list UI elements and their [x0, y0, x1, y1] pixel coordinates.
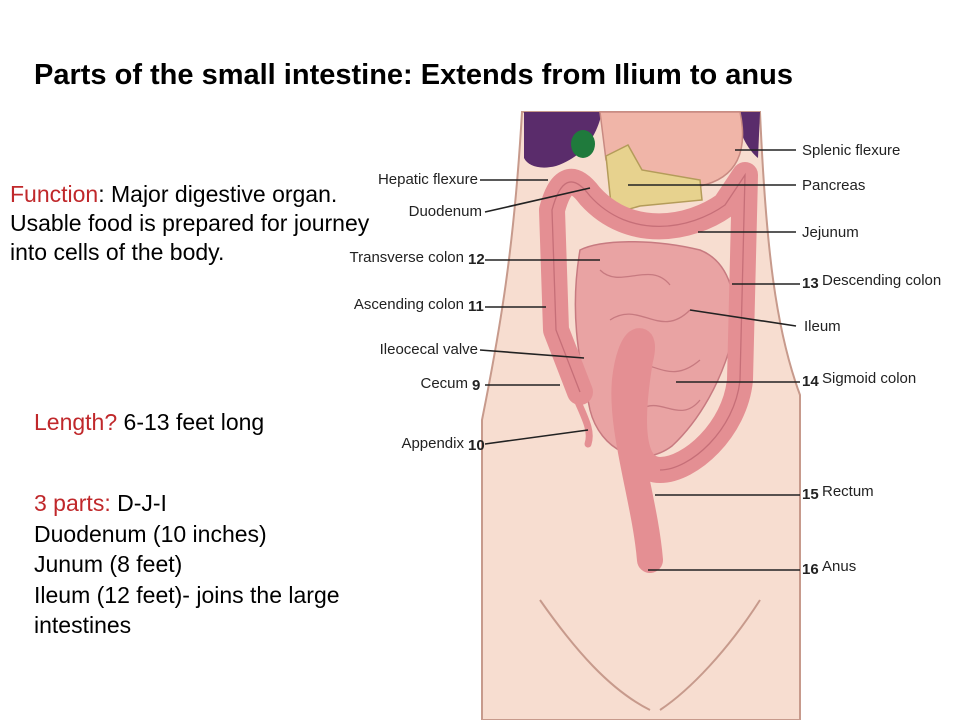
number-ascending-colon: 11 — [468, 298, 484, 315]
leader-duodenum — [484, 187, 591, 213]
leader-ileocecal-valve — [479, 349, 585, 359]
parts-line-ileum: Ileum (12 feet)- joins the large intesti… — [34, 581, 340, 639]
label-anus: Anus — [822, 558, 856, 575]
slide-title: Parts of the small intestine: Extends fr… — [34, 59, 793, 91]
parts-label: 3 parts: — [34, 490, 111, 516]
label-descending-colon: Descending colon — [822, 272, 941, 289]
label-jejunum: Jejunum — [802, 224, 859, 241]
number-rectum: 15 — [802, 486, 819, 503]
function-label: Function — [10, 181, 99, 207]
function-text: Function: Major digestive organ. Usable … — [10, 180, 370, 267]
intestine-folds — [599, 269, 701, 411]
label-ileum: Ileum — [804, 318, 841, 335]
appendix-shape — [574, 398, 593, 448]
label-sigmoid-colon: Sigmoid colon — [822, 370, 916, 387]
label-appendix: Appendix — [401, 435, 464, 452]
parts-line-duodenum: Duodenum (10 inches) — [34, 520, 267, 547]
label-transverse-colon: Transverse colon — [350, 249, 465, 266]
label-ileocecal-valve: Ileocecal valve — [380, 341, 478, 358]
leader-appendix — [484, 429, 589, 445]
length-label: Length? — [34, 409, 118, 435]
colon-outline — [551, 172, 746, 471]
parts-heading: 3 parts: D-J-I — [34, 488, 364, 519]
length-value: 6-13 feet long — [117, 409, 265, 435]
number-anus: 16 — [802, 561, 819, 578]
number-sigmoid-colon: 14 — [802, 373, 819, 390]
number-transverse-colon: 12 — [468, 251, 485, 268]
label-cecum: Cecum — [420, 375, 468, 392]
label-rectum: Rectum — [822, 483, 874, 500]
parts-line-jejunum: Junum (8 feet) — [34, 551, 183, 577]
parts-block: 3 parts: D-J-I Duodenum (10 inches) Junu… — [34, 488, 364, 641]
label-duodenum: Duodenum — [409, 203, 482, 220]
gallbladder-shape — [571, 130, 595, 158]
function-description: : Major digestive organ. Usable food is … — [10, 181, 370, 265]
label-pancreas: Pancreas — [802, 177, 865, 194]
label-ascending-colon: Ascending colon — [354, 296, 464, 313]
label-hepatic-flexure: Hepatic flexure — [378, 171, 478, 188]
length-text: Length? 6-13 feet long — [34, 408, 364, 437]
leader-ileum — [689, 309, 797, 327]
leg-crease-left — [539, 599, 651, 711]
number-descending-colon: 13 — [802, 275, 819, 292]
liver-shape — [524, 112, 602, 168]
number-cecum: 9 — [472, 377, 480, 394]
label-splenic-flexure: Splenic flexure — [802, 142, 900, 159]
leg-crease-right — [659, 599, 761, 711]
number-appendix: 10 — [468, 437, 485, 454]
parts-value: D-J-I — [110, 490, 167, 516]
